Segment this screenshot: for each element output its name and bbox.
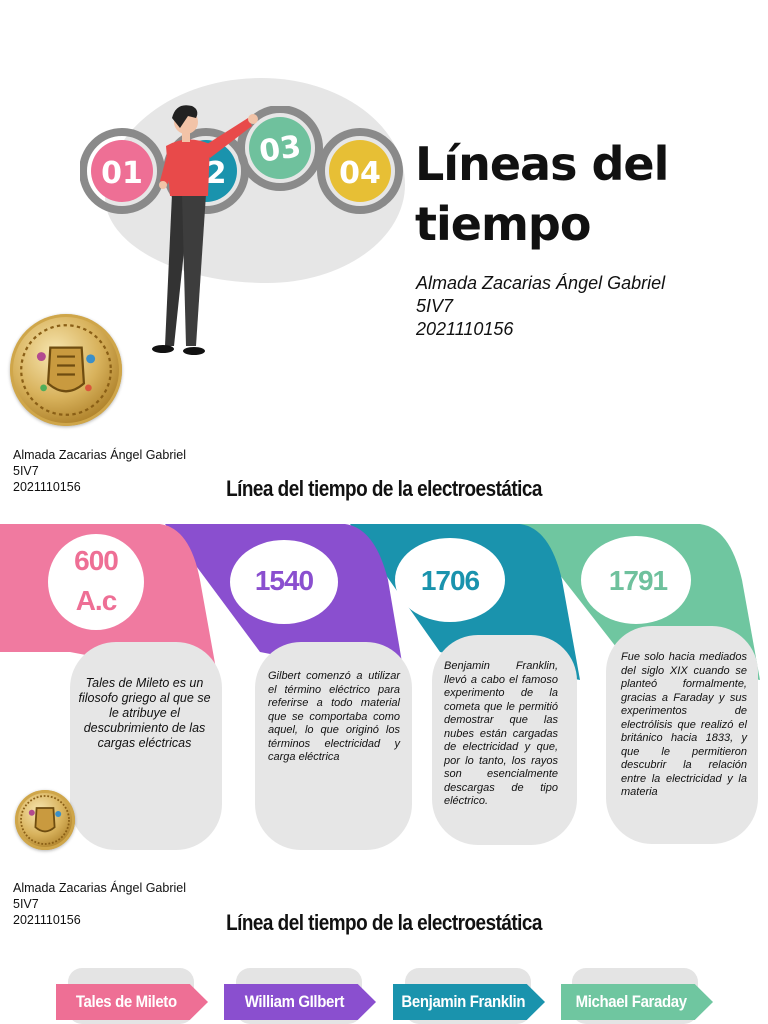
section1-author-block: Almada Zacarias Ángel Gabriel 5IV7 20211… (13, 447, 186, 495)
timeline-graphic (0, 524, 760, 850)
event-card-600 (70, 642, 222, 850)
section1-author-name: Almada Zacarias Ángel Gabriel (13, 448, 186, 462)
section2-student-id: 2021110156 (13, 913, 81, 927)
name-tag-gilbert: William GIlbert (224, 984, 376, 1020)
section1-title: Línea del tiempo de la electroestática (226, 476, 542, 501)
event-text-600: Tales de Mileto es un filosofo griego al… (78, 676, 211, 750)
name-tag-franklin-label: Benjamin Franklin (401, 992, 526, 1011)
person-illustration (152, 105, 258, 355)
year-oval-1791 (581, 536, 691, 624)
section2-author-name: Almada Zacarias Ángel Gabriel (13, 881, 186, 895)
page-title: Líneas del tiempo (415, 134, 745, 254)
school-seal-logo-small (15, 790, 75, 850)
year-oval-1706 (395, 538, 505, 622)
event-text-1791: Fue solo hacia mediados del siglo XIX cu… (621, 651, 747, 798)
name-tag-franklin: Benjamin Franklin (393, 984, 545, 1020)
cover-author-name: Almada Zacarias Ángel Gabriel (416, 273, 666, 293)
section2-author-block: Almada Zacarias Ángel Gabriel 5IV7 20211… (13, 880, 186, 928)
school-seal-logo (10, 314, 122, 426)
event-year-600: 600 A.c (50, 541, 142, 621)
name-tag-faraday: Michael Faraday (561, 984, 713, 1020)
event-year-1706: 1706 (420, 565, 480, 596)
title-line-2: tiempo (415, 197, 591, 251)
name-tag-tales: Tales de Mileto (56, 984, 208, 1020)
section1-group: 5IV7 (13, 464, 39, 478)
event-year-1540: 1540 (254, 565, 314, 596)
step-04-label: 04 (339, 156, 381, 191)
step-01-label: 01 (101, 156, 143, 191)
cover-author-block: Almada Zacarias Ángel Gabriel 5IV7 20211… (416, 272, 665, 341)
event-card-1706 (432, 635, 577, 845)
step-03-label: 03 (257, 129, 303, 169)
section1-student-id: 2021110156 (13, 480, 81, 494)
step-2-label: 2 (206, 156, 227, 191)
event-text-1540: Gilbert comenzó a utilizar el término el… (268, 670, 400, 763)
step-03-disc (249, 117, 311, 179)
step-01-disc (91, 140, 153, 202)
title-line-1: Líneas del (415, 137, 669, 191)
cover-student-id: 2021110156 (416, 319, 514, 339)
step-04-disc (329, 140, 391, 202)
event-year-600-line1: 600 (74, 545, 119, 576)
year-oval-600 (48, 534, 144, 630)
event-card-1791 (606, 626, 758, 844)
event-card-1540 (255, 642, 412, 850)
event-year-1791: 1791 (608, 565, 668, 596)
event-year-600-line2: A.c (75, 585, 118, 616)
year-oval-1540 (230, 540, 338, 624)
section2-group: 5IV7 (13, 897, 39, 911)
section2-title: Línea del tiempo de la electroestática (226, 910, 542, 935)
name-tag-faraday-label: Michael Faraday (575, 992, 687, 1011)
event-text-1706: Benjamin Franklin, llevó a cabo el famos… (444, 660, 558, 807)
name-tag-tales-label: Tales de Mileto (75, 992, 177, 1011)
name-tag-gilbert-label: William GIlbert (244, 992, 344, 1011)
cover-group: 5IV7 (416, 296, 454, 316)
